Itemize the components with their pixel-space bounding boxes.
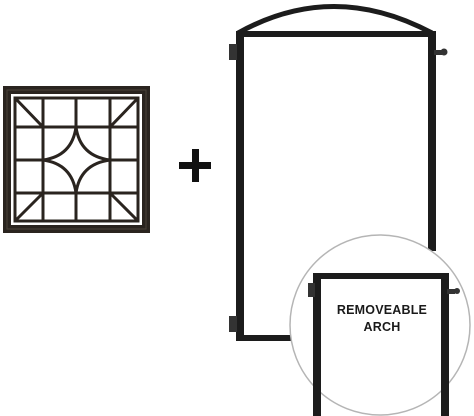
removeable-arch-callout — [289, 234, 471, 416]
plus-sign-icon — [179, 149, 211, 182]
callout-label-line2: ARCH — [363, 320, 401, 334]
arched-frame — [229, 4, 448, 341]
callout-label-line1: REMOVEABLE — [336, 303, 428, 317]
decorative-panel — [3, 86, 150, 233]
callout-label: REMOVEABLE ARCH — [326, 302, 438, 336]
